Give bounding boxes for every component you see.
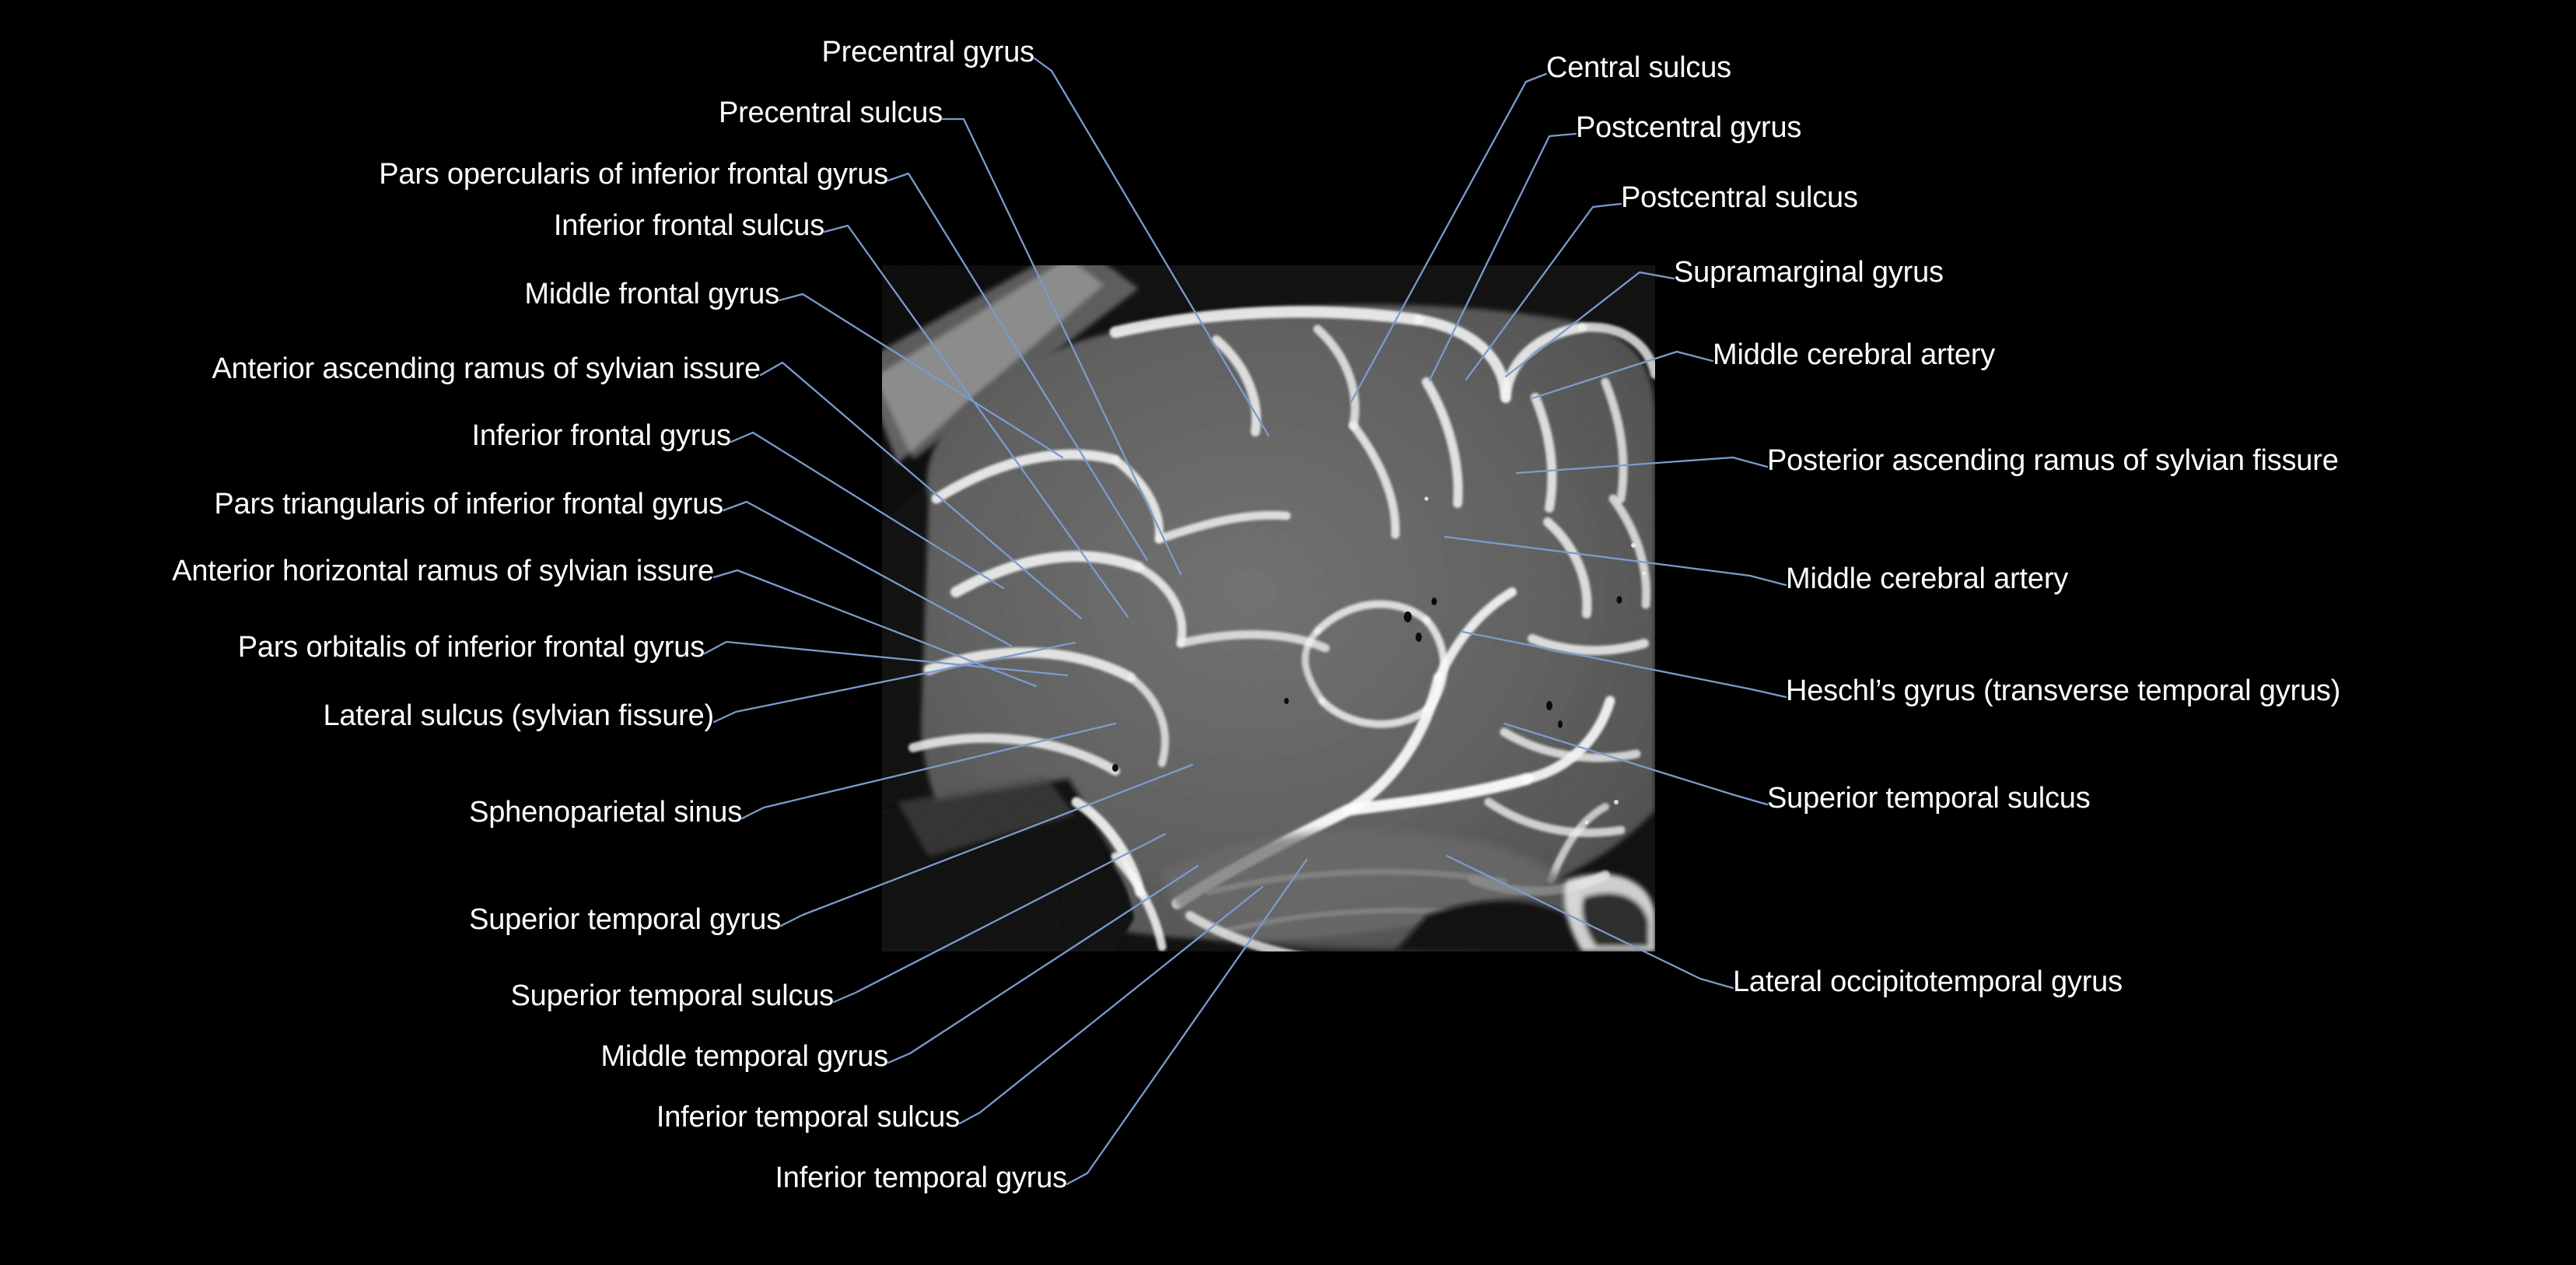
annotation-label-superior-temporal-sulcus-r: Superior temporal sulcus [1767, 782, 2091, 815]
annotation-label-central-sulcus: Central sulcus [1546, 51, 1731, 84]
annotation-label-pars-orbitalis: Pars orbitalis of inferior frontal gyrus [237, 631, 705, 664]
annotation-label-inferior-frontal-gyrus: Inferior frontal gyrus [471, 419, 731, 452]
annotation-label-inferior-temporal-sulcus: Inferior temporal sulcus [656, 1101, 960, 1134]
annotation-label-lateral-occipitotemporal: Lateral occipitotemporal gyrus [1733, 965, 2123, 998]
annotation-label-inferior-frontal-sulcus: Inferior frontal sulcus [553, 209, 824, 242]
annotation-label-anterior-ascending-ramus: Anterior ascending ramus of sylvian issu… [212, 352, 761, 385]
annotation-label-postcentral-sulcus: Postcentral sulcus [1621, 181, 1858, 214]
annotation-label-anterior-horizontal-ramus: Anterior horizontal ramus of sylvian iss… [172, 555, 714, 587]
annotation-label-postcentral-gyrus: Postcentral gyrus [1576, 111, 1802, 144]
annotation-label-superior-temporal-sulcus-l: Superior temporal sulcus [510, 979, 834, 1012]
annotation-label-supramarginal-gyrus: Supramarginal gyrus [1674, 256, 1944, 289]
annotation-label-lateral-sulcus: Lateral sulcus (sylvian fissure) [323, 699, 714, 732]
annotation-label-sphenoparietal-sinus: Sphenoparietal sinus [469, 796, 742, 829]
annotation-label-precentral-gyrus: Precentral gyrus [821, 36, 1035, 68]
annotation-label-middle-cerebral-artery-1: Middle cerebral artery [1713, 338, 1996, 371]
annotation-label-posterior-ascending-ramus: Posterior ascending ramus of sylvian fis… [1767, 444, 2339, 477]
annotation-label-pars-triangularis: Pars triangularis of inferior frontal gy… [214, 488, 723, 520]
mri-rendering [882, 265, 1655, 951]
mri-axial-slice-image [882, 265, 1655, 951]
annotation-label-middle-cerebral-artery-2: Middle cerebral artery [1786, 562, 2069, 595]
annotation-label-heschls-gyrus: Heschl’s gyrus (transverse temporal gyru… [1786, 675, 2341, 707]
annotation-label-middle-temporal-gyrus: Middle temporal gyrus [600, 1040, 888, 1073]
annotation-label-middle-frontal-gyrus: Middle frontal gyrus [524, 278, 779, 310]
annotation-label-precentral-sulcus: Precentral sulcus [718, 96, 943, 129]
annotation-label-superior-temporal-gyrus: Superior temporal gyrus [469, 903, 781, 936]
annotation-label-inferior-temporal-gyrus: Inferior temporal gyrus [775, 1162, 1067, 1194]
annotation-label-pars-opercularis: Pars opercularis of inferior frontal gyr… [379, 158, 888, 191]
